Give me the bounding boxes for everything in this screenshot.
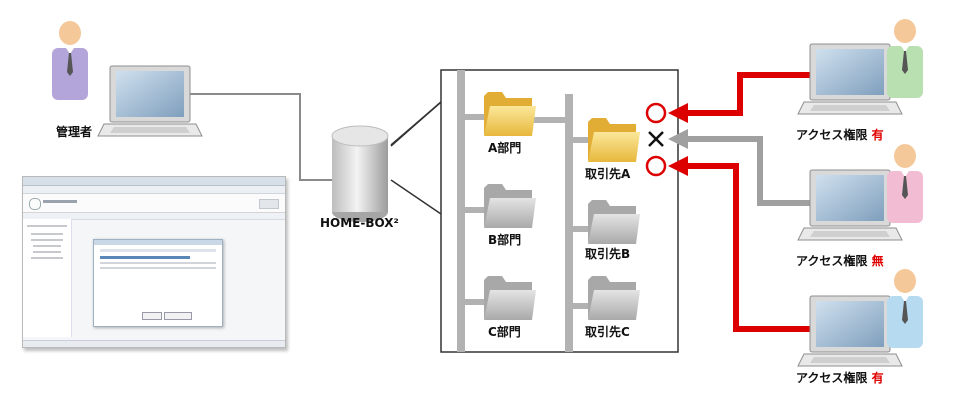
user3-person-icon [887,269,923,348]
permission-value: 有 [871,371,884,385]
permission-value: 無 [871,254,884,268]
app-sidebar [23,219,72,337]
admin-label: 管理者 [56,125,93,139]
access-allowed-icon [645,155,667,177]
app-header [23,194,285,213]
user2-permission-label: アクセス権限 無 [796,252,884,269]
folder-icon-b[interactable] [484,184,536,228]
admin-screen-thumbnail [22,176,286,348]
admin-laptop-icon [97,65,203,137]
folder-icon-client-a[interactable] [588,118,640,162]
access-allowed-icon [645,102,667,124]
browser-toolbar [23,186,285,194]
folder-label-client-a: 取引先A [585,167,631,181]
folder-label-a: A部門 [488,141,522,155]
app-dialog [93,239,223,327]
user2-access-arrow [686,136,810,206]
status-bar [23,340,285,347]
app-nav-bar [23,213,285,220]
folder-label-b: B部門 [488,233,522,247]
folder-icon-client-c[interactable] [588,276,640,320]
user1-person-icon [887,19,923,98]
folder-label-client-c: 取引先C [585,325,630,339]
folder-label-c: C部門 [488,325,521,339]
user2-laptop-icon [797,169,903,241]
user1-permission-label: アクセス権限 有 [796,126,884,143]
home-box-label: HOME-BOX² [320,216,399,230]
user3-permission-label: アクセス権限 有 [796,369,884,386]
folder-icon-c[interactable] [484,276,536,320]
admin-connection-line [190,93,332,181]
folder-label-client-b: 取引先B [585,247,631,261]
user3-laptop-icon [797,295,903,367]
user3-access-arrow [686,163,810,332]
permission-text: アクセス権限 [796,371,868,385]
user1-laptop-icon [797,43,903,115]
folder-icon-a[interactable] [484,92,536,136]
access-denied-icon [648,131,664,147]
permission-text: アクセス権限 [796,128,868,142]
folder-icon-client-b[interactable] [588,200,640,244]
user2-person-icon [887,144,923,223]
permission-text: アクセス権限 [796,254,868,268]
home-box-icon [331,125,389,222]
user1-access-arrow [686,72,810,116]
browser-titlebar [23,177,285,186]
admin-person-icon [52,21,88,100]
permission-value: 有 [871,128,884,142]
